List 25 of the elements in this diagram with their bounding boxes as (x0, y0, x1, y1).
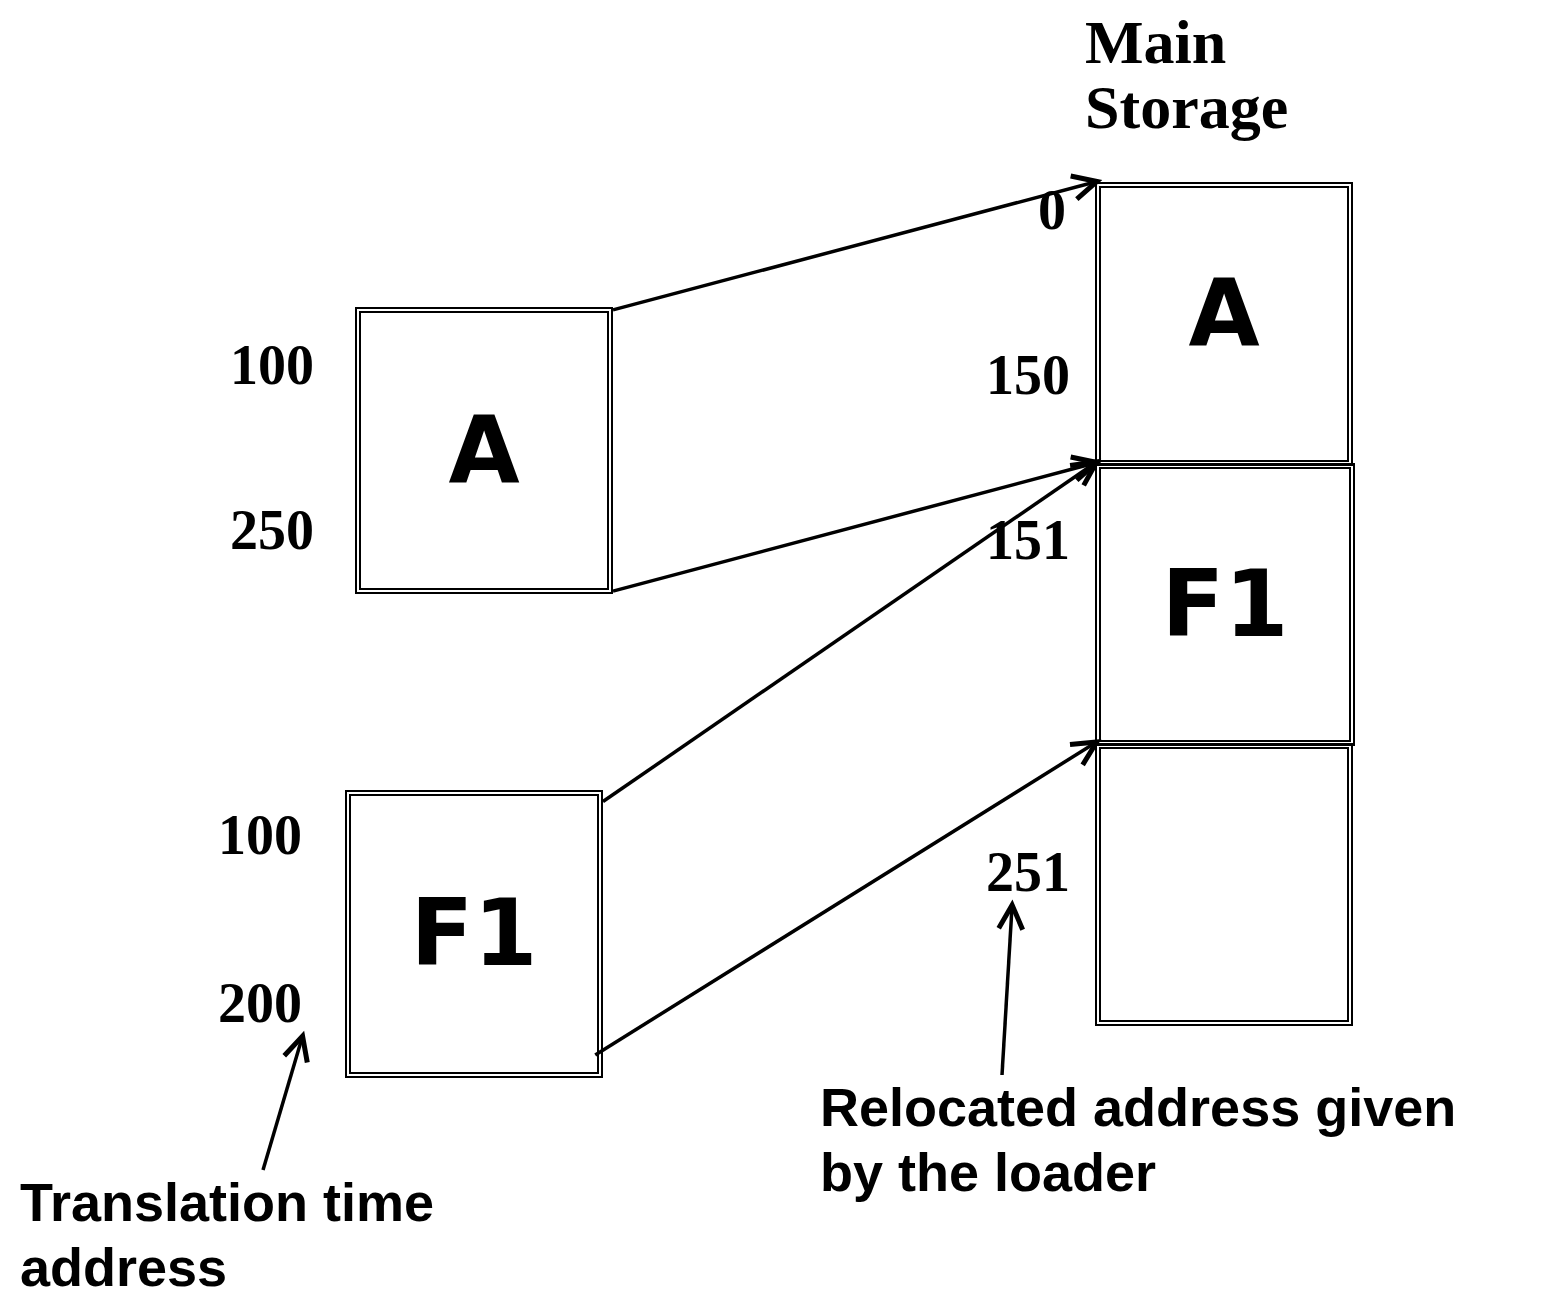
arrow (602, 459, 1100, 803)
address-number: 251 (986, 844, 1070, 900)
arrow (612, 454, 1100, 593)
memory-heading: Main Storage (1085, 10, 1290, 141)
arrow (612, 173, 1100, 312)
memory-block (1095, 743, 1353, 1026)
block-label: A (448, 404, 520, 497)
program-block (345, 790, 603, 1078)
caption-text: Translation time address (20, 1170, 560, 1300)
address-number: 100 (218, 807, 302, 863)
address-number: 200 (218, 975, 302, 1031)
block-label: A (1188, 268, 1260, 360)
arrow (996, 902, 1026, 1076)
arrow (594, 739, 1100, 1057)
memory-block (1095, 463, 1355, 746)
caption-text: Relocated address given by the loader (820, 1075, 1520, 1205)
program-block (355, 307, 613, 594)
arrow (261, 1033, 310, 1171)
address-number: 100 (230, 337, 314, 393)
address-number: 250 (230, 502, 314, 558)
memory-block (1095, 182, 1353, 466)
block-label: F1 (1161, 558, 1289, 651)
address-number: 151 (986, 512, 1070, 568)
address-number: 150 (986, 347, 1070, 403)
block-label: F1 (410, 888, 538, 980)
